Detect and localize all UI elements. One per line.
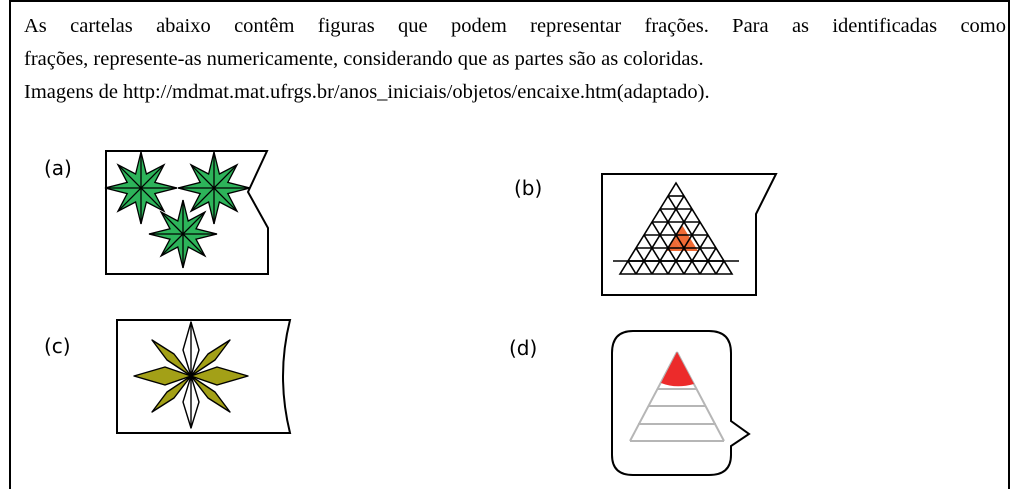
card-a-label: (a) xyxy=(44,156,72,180)
instruction-line-1: As cartelas abaixo contêm figuras que po… xyxy=(24,15,1006,37)
three-green-stars-icon xyxy=(104,150,269,275)
instruction-line-3: Imagens de http://mdmat.mat.ufrgs.br/ano… xyxy=(24,81,710,103)
card-b-label: (b) xyxy=(514,176,543,200)
exercise-instructions: As cartelas abaixo contêm figuras que po… xyxy=(24,10,1006,109)
triangle-grid-icon xyxy=(601,173,778,296)
eight-point-star-icon xyxy=(116,319,292,434)
exercise-frame xyxy=(9,0,1010,489)
striped-triangle-icon xyxy=(611,330,751,476)
card-c-label: (c) xyxy=(44,334,71,358)
card-d-label: (d) xyxy=(509,336,538,360)
instruction-line-2: frações, represente-as numericamente, co… xyxy=(24,48,704,70)
